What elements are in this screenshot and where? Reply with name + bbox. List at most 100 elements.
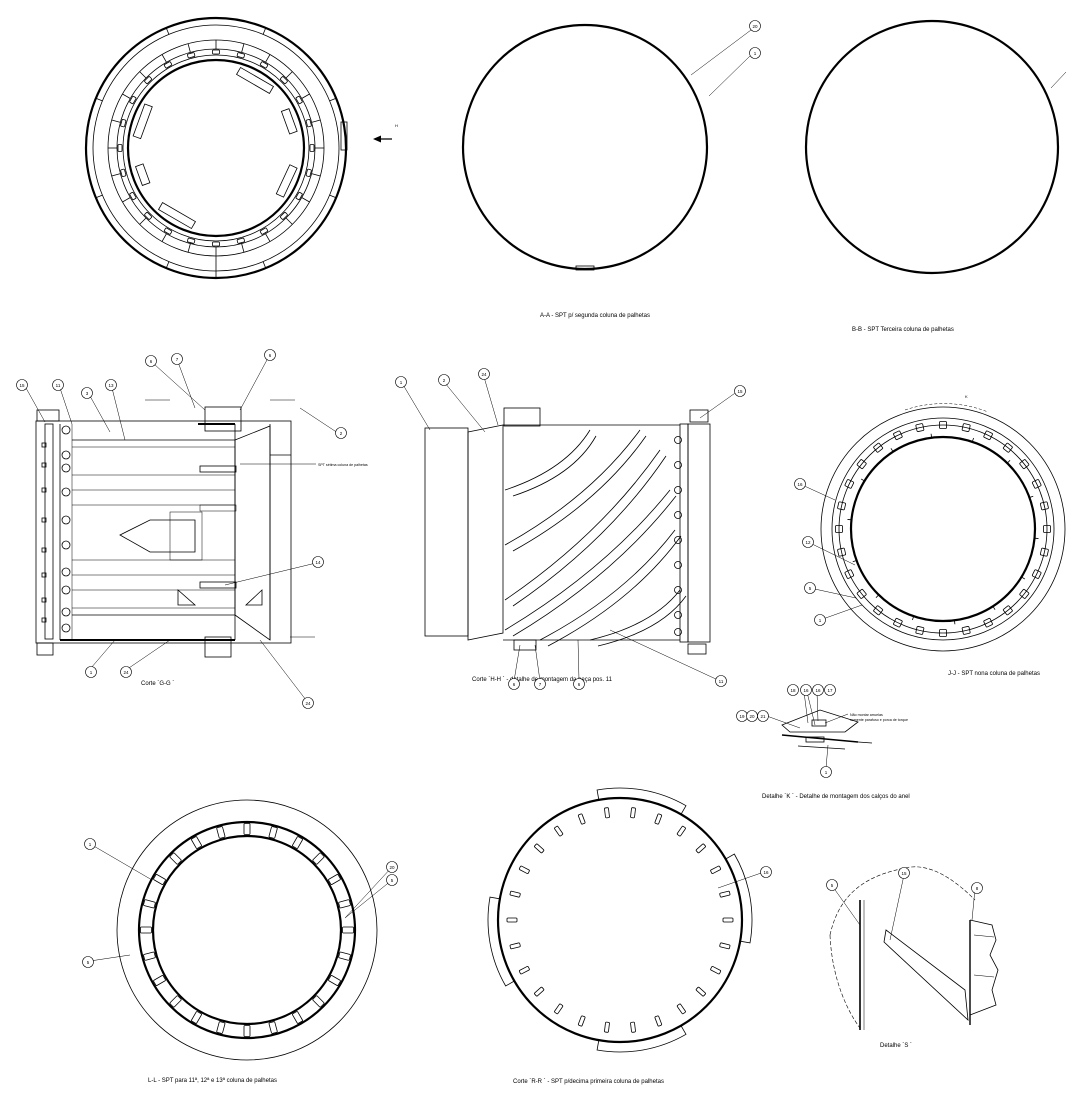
clamp-block (1031, 479, 1042, 489)
blade-slot (534, 986, 545, 997)
balloon-hh_tl: 1 (395, 376, 407, 388)
blade-slot (191, 1011, 202, 1024)
balloon-number: 16 (797, 482, 803, 487)
ring-slot (280, 212, 288, 220)
ring-slot (163, 61, 173, 69)
ring-wedge (860, 478, 865, 482)
balloon-circle (749, 20, 761, 32)
balloon-number: 6 (578, 682, 581, 687)
balloon-circle (802, 536, 814, 548)
blade-segment (132, 103, 153, 140)
balloon-k_a: 19 (736, 710, 748, 722)
leader-line (763, 714, 801, 729)
bolt-stud (41, 462, 47, 468)
balloon-circle (84, 838, 96, 850)
blade-profile (589, 589, 681, 641)
bolt-head (674, 486, 682, 494)
blade-slot (243, 1025, 251, 1037)
ring-tick (139, 71, 147, 79)
clamp-block (893, 430, 903, 441)
balloon-number: 15 (737, 389, 743, 394)
leader-line (889, 874, 905, 941)
blade-slot (710, 966, 722, 975)
balloon-circle (734, 385, 746, 397)
balloon-gg_tl3: 3 (81, 387, 93, 399)
ring-slot (295, 95, 303, 105)
clamp-block (873, 442, 884, 453)
balloon-gg_b2: 24 (120, 666, 132, 678)
balloon-number: 13 (108, 383, 114, 388)
caption-aa: A-A - SPT p/ segunda coluna de palhetas (540, 313, 650, 319)
balloon-number: 21 (760, 714, 766, 719)
balloon-number: 24 (481, 372, 487, 377)
blade-segment (275, 164, 298, 198)
balloon-number: 20 (389, 865, 395, 870)
blade-profile (504, 429, 641, 546)
blade-slot (169, 852, 182, 865)
balloon-circle (85, 666, 97, 678)
bolt-head (61, 487, 71, 497)
blade-slot (604, 807, 610, 819)
blade-slot (153, 975, 166, 986)
balloon-number: 1 (819, 618, 822, 623)
balloon-gg_tl1: 15 (16, 379, 28, 391)
arrow-h-label: H (395, 123, 398, 128)
balloon-number: 7 (176, 357, 179, 362)
balloon-gg_tl2: 11 (52, 379, 64, 391)
blade-slot (292, 1011, 303, 1024)
blade-profile-inner (512, 455, 667, 607)
balloon-number: 17 (827, 688, 833, 693)
balloon-number: 12 (805, 540, 811, 545)
bolt-head (674, 436, 682, 444)
ring-slot (117, 144, 123, 152)
balloon-number: 14 (315, 560, 321, 565)
blade-slot (268, 1021, 278, 1034)
view-gg: Corte ´G-G ´ SPT sétima coluna de palhet… (35, 399, 368, 687)
blade-slot (722, 917, 734, 923)
ring-slot (144, 212, 152, 220)
bolt-stud (41, 572, 47, 578)
balloon-circle (395, 376, 407, 388)
clamp-block (1039, 501, 1049, 511)
ring-tick (265, 54, 271, 63)
clamp-block (939, 421, 947, 429)
view-hh: Corte ´H-H ´ - detalhe de montagem da pe… (424, 407, 711, 683)
view-aa: A-A - SPT p/ segunda coluna de palhetas (461, 23, 752, 319)
balloon-number: 6 (513, 682, 516, 687)
bolt-head (674, 536, 682, 544)
ring-joint (95, 97, 103, 102)
blade-slot (243, 823, 251, 835)
shim-segment (725, 853, 753, 944)
clamp-block (1031, 569, 1042, 579)
blade-profile-inner (512, 435, 647, 552)
clamp-block (1019, 588, 1030, 599)
bolt-head (61, 585, 71, 595)
balloon-circle (898, 867, 910, 879)
bolt-head (61, 515, 71, 525)
caption-k: Detalhe ´K ´ - Detalhe de montagem dos c… (762, 794, 910, 800)
blade-slot (534, 843, 545, 854)
blade-slot (695, 843, 706, 854)
leader-lines (25, 357, 976, 962)
balloon-number: 2 (443, 378, 446, 383)
balloon-number: 11 (56, 383, 61, 388)
blade-segment (235, 66, 275, 94)
balloon-gg_r: 2 (335, 427, 347, 439)
blade-slot (268, 826, 278, 839)
leader-line (59, 387, 73, 425)
ring-wedge (912, 616, 915, 621)
leader-line (806, 691, 816, 726)
ring-tick (161, 233, 167, 242)
balloon-number: 16 (803, 688, 809, 693)
ring-slot (236, 52, 245, 59)
blade-slot (328, 975, 341, 986)
ring-slot (129, 191, 137, 201)
ring-slot (144, 76, 152, 84)
balloon-k_d: 18 (787, 684, 799, 696)
clamp-block (844, 569, 855, 579)
ring-wedge (1006, 460, 1011, 464)
blade-profile (504, 489, 671, 631)
blade-slot (143, 951, 156, 961)
balloon-number: 20 (749, 714, 755, 719)
